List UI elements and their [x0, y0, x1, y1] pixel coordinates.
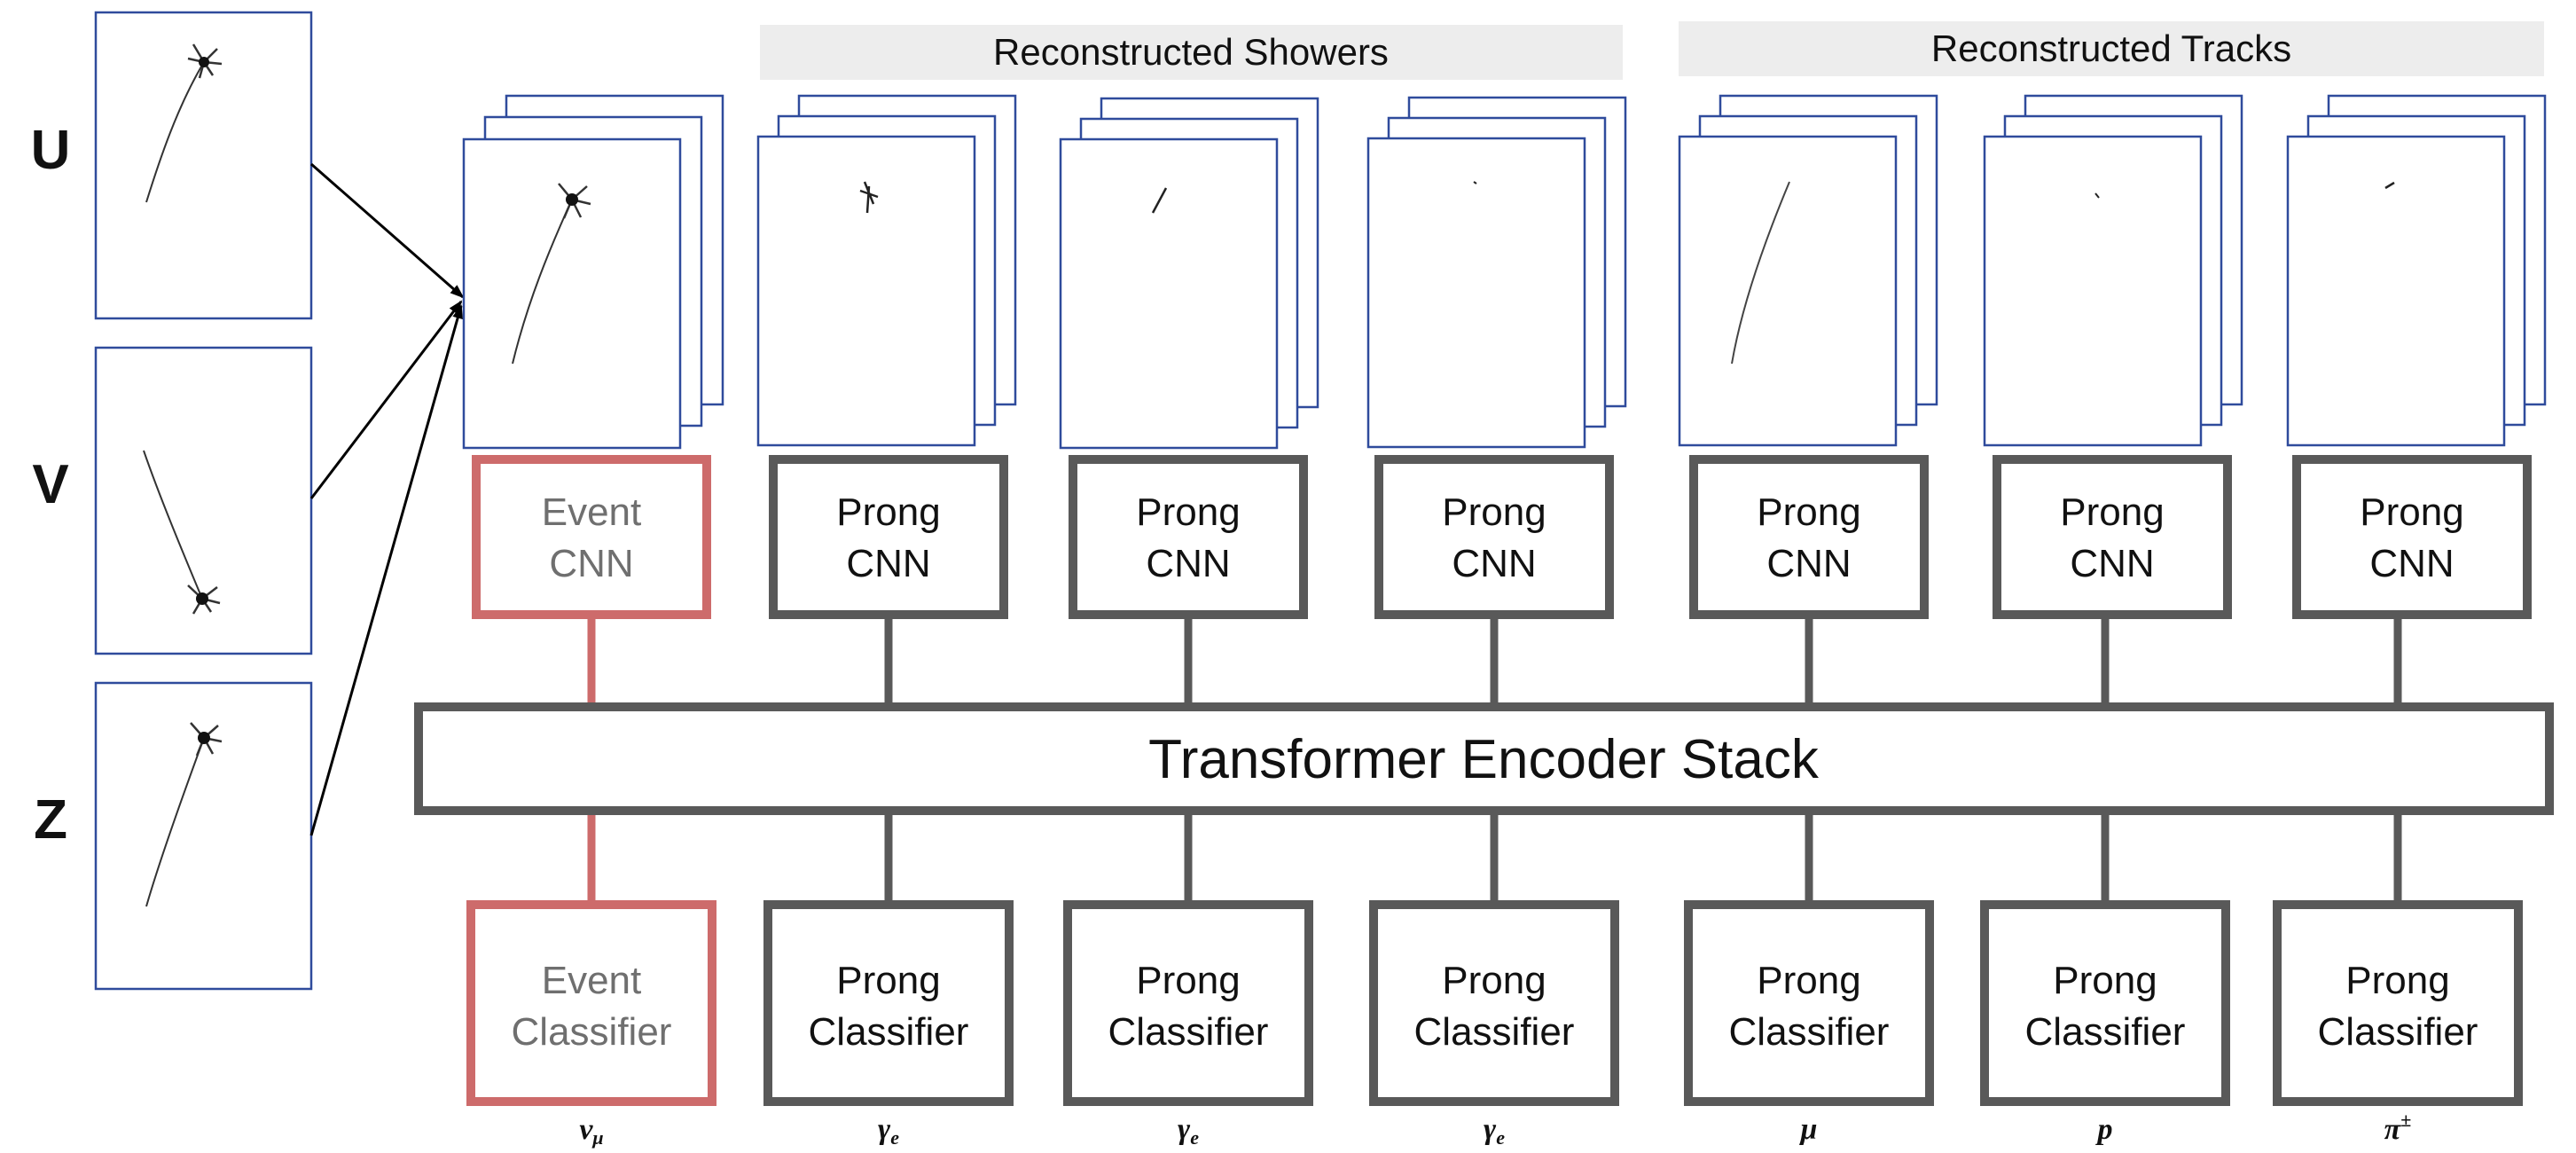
prong-cnn-5-line2: CNN: [2070, 542, 2154, 585]
arrow-z: [309, 304, 463, 836]
prong-classifier-1-line1: Prong: [836, 959, 940, 1002]
shower-sketch-1: [859, 181, 879, 214]
shower-sketch-2: [1151, 187, 1168, 214]
view-label-z: Z: [34, 789, 67, 851]
input-image-v: [94, 346, 313, 655]
track-sketch-6: [2384, 181, 2395, 190]
prong-cnn-6: Prong CNN: [2292, 455, 2532, 619]
prong-classifier-3: Prong Classifier: [1369, 900, 1619, 1106]
prong-cnn-4-line2: CNN: [1766, 542, 1851, 585]
input-views: [94, 11, 313, 991]
stack-prong-3: [1366, 96, 1627, 449]
input-image-z: [94, 681, 313, 991]
prong-cnn-4: Prong CNN: [1689, 455, 1929, 619]
transformer-label: Transformer Encoder Stack: [1148, 729, 1820, 790]
event-classifier-line1: Event: [542, 959, 642, 1002]
shower-sketch-3: [1473, 181, 1477, 184]
event-sketch-u: [145, 43, 223, 203]
stack-prong-6: [2286, 94, 2547, 447]
prong-classifier-6-line1: Prong: [2345, 959, 2449, 1002]
track-sketch-5: [2094, 192, 2100, 199]
prong-classifier-1: Prong Classifier: [763, 900, 1014, 1106]
output-label-4: γe: [1484, 1113, 1505, 1149]
event-cnn-line2: CNN: [549, 542, 633, 585]
event-sketch-v: [143, 450, 221, 615]
prong-classifier-2-line1: Prong: [1136, 959, 1240, 1002]
track-sketch-4: [1731, 181, 1790, 365]
stack-prong-5: [1983, 94, 2243, 447]
output-label-6: p: [2095, 1113, 2113, 1146]
tracks-header-bg: [1679, 21, 2544, 76]
prong-classifier-6: Prong Classifier: [2273, 900, 2523, 1106]
prong-classifier-4: Prong Classifier: [1684, 900, 1934, 1106]
prong-cnn-3: Prong CNN: [1374, 455, 1614, 619]
stack-prong-4: [1678, 94, 1938, 447]
output-label-5: μ: [1799, 1113, 1818, 1146]
event-classifier-line2: Classifier: [512, 1010, 672, 1054]
stack-event: [462, 94, 724, 450]
prong-classifier-5-line2: Classifier: [2025, 1010, 2186, 1054]
prong-classifier-5-line1: Prong: [2053, 959, 2157, 1002]
view-label-v: V: [32, 454, 68, 515]
prong-cnn-2: Prong CNN: [1069, 455, 1308, 619]
output-labels: νμ γe γe γe μ p π±: [579, 1109, 2411, 1149]
tracks-header: Reconstructed Tracks: [1931, 27, 2291, 69]
prong-cnn-1-line1: Prong: [836, 490, 940, 534]
output-label-7: π±: [2384, 1109, 2412, 1146]
prong-classifier-1-line2: Classifier: [809, 1010, 969, 1054]
prong-classifier-2: Prong Classifier: [1063, 900, 1313, 1106]
prong-classifier-5: Prong Classifier: [1980, 900, 2230, 1106]
prong-cnn-1-line2: CNN: [846, 542, 930, 585]
prong-cnn-3-line1: Prong: [1442, 490, 1546, 534]
view-arrows: [309, 162, 465, 836]
event-classifier: Event Classifier: [466, 900, 716, 1106]
prong-classifier-6-line2: Classifier: [2318, 1010, 2478, 1054]
event-sketch-z: [145, 722, 223, 907]
prong-cnn-2-line1: Prong: [1136, 490, 1240, 534]
showers-header-bg: [760, 25, 1623, 80]
prong-cnn-5: Prong CNN: [1993, 455, 2232, 619]
arrow-v: [309, 300, 463, 499]
event-cnn-line1: Event: [542, 490, 642, 534]
event-stack-sketch: [512, 183, 591, 365]
output-label-2: γe: [878, 1113, 899, 1149]
event-cnn: Event CNN: [472, 455, 711, 619]
stack-prong-1: [756, 94, 1017, 447]
prong-classifier-4-line2: Classifier: [1729, 1010, 1890, 1054]
prong-cnn-3-line2: CNN: [1452, 542, 1536, 585]
prong-cnn-1: Prong CNN: [769, 455, 1008, 619]
prong-cnn-2-line2: CNN: [1146, 542, 1230, 585]
prong-cnn-6-line1: Prong: [2360, 490, 2463, 534]
prong-cnn-6-line2: CNN: [2369, 542, 2454, 585]
prong-cnn-5-line1: Prong: [2060, 490, 2164, 534]
showers-header: Reconstructed Showers: [993, 31, 1389, 73]
arrow-u: [310, 162, 465, 299]
stack-prong-2: [1059, 97, 1319, 450]
connectors: [587, 615, 2402, 905]
prong-classifier-4-line1: Prong: [1757, 959, 1860, 1002]
prong-classifier-2-line2: Classifier: [1108, 1010, 1269, 1054]
output-label-1: νμ: [579, 1113, 603, 1149]
prong-classifier-3-line2: Classifier: [1414, 1010, 1575, 1054]
view-label-u: U: [31, 120, 71, 181]
transformer-box: [414, 702, 2554, 815]
output-label-3: γe: [1178, 1113, 1199, 1149]
prong-cnn-4-line1: Prong: [1757, 490, 1860, 534]
prong-classifier-3-line1: Prong: [1442, 959, 1546, 1002]
